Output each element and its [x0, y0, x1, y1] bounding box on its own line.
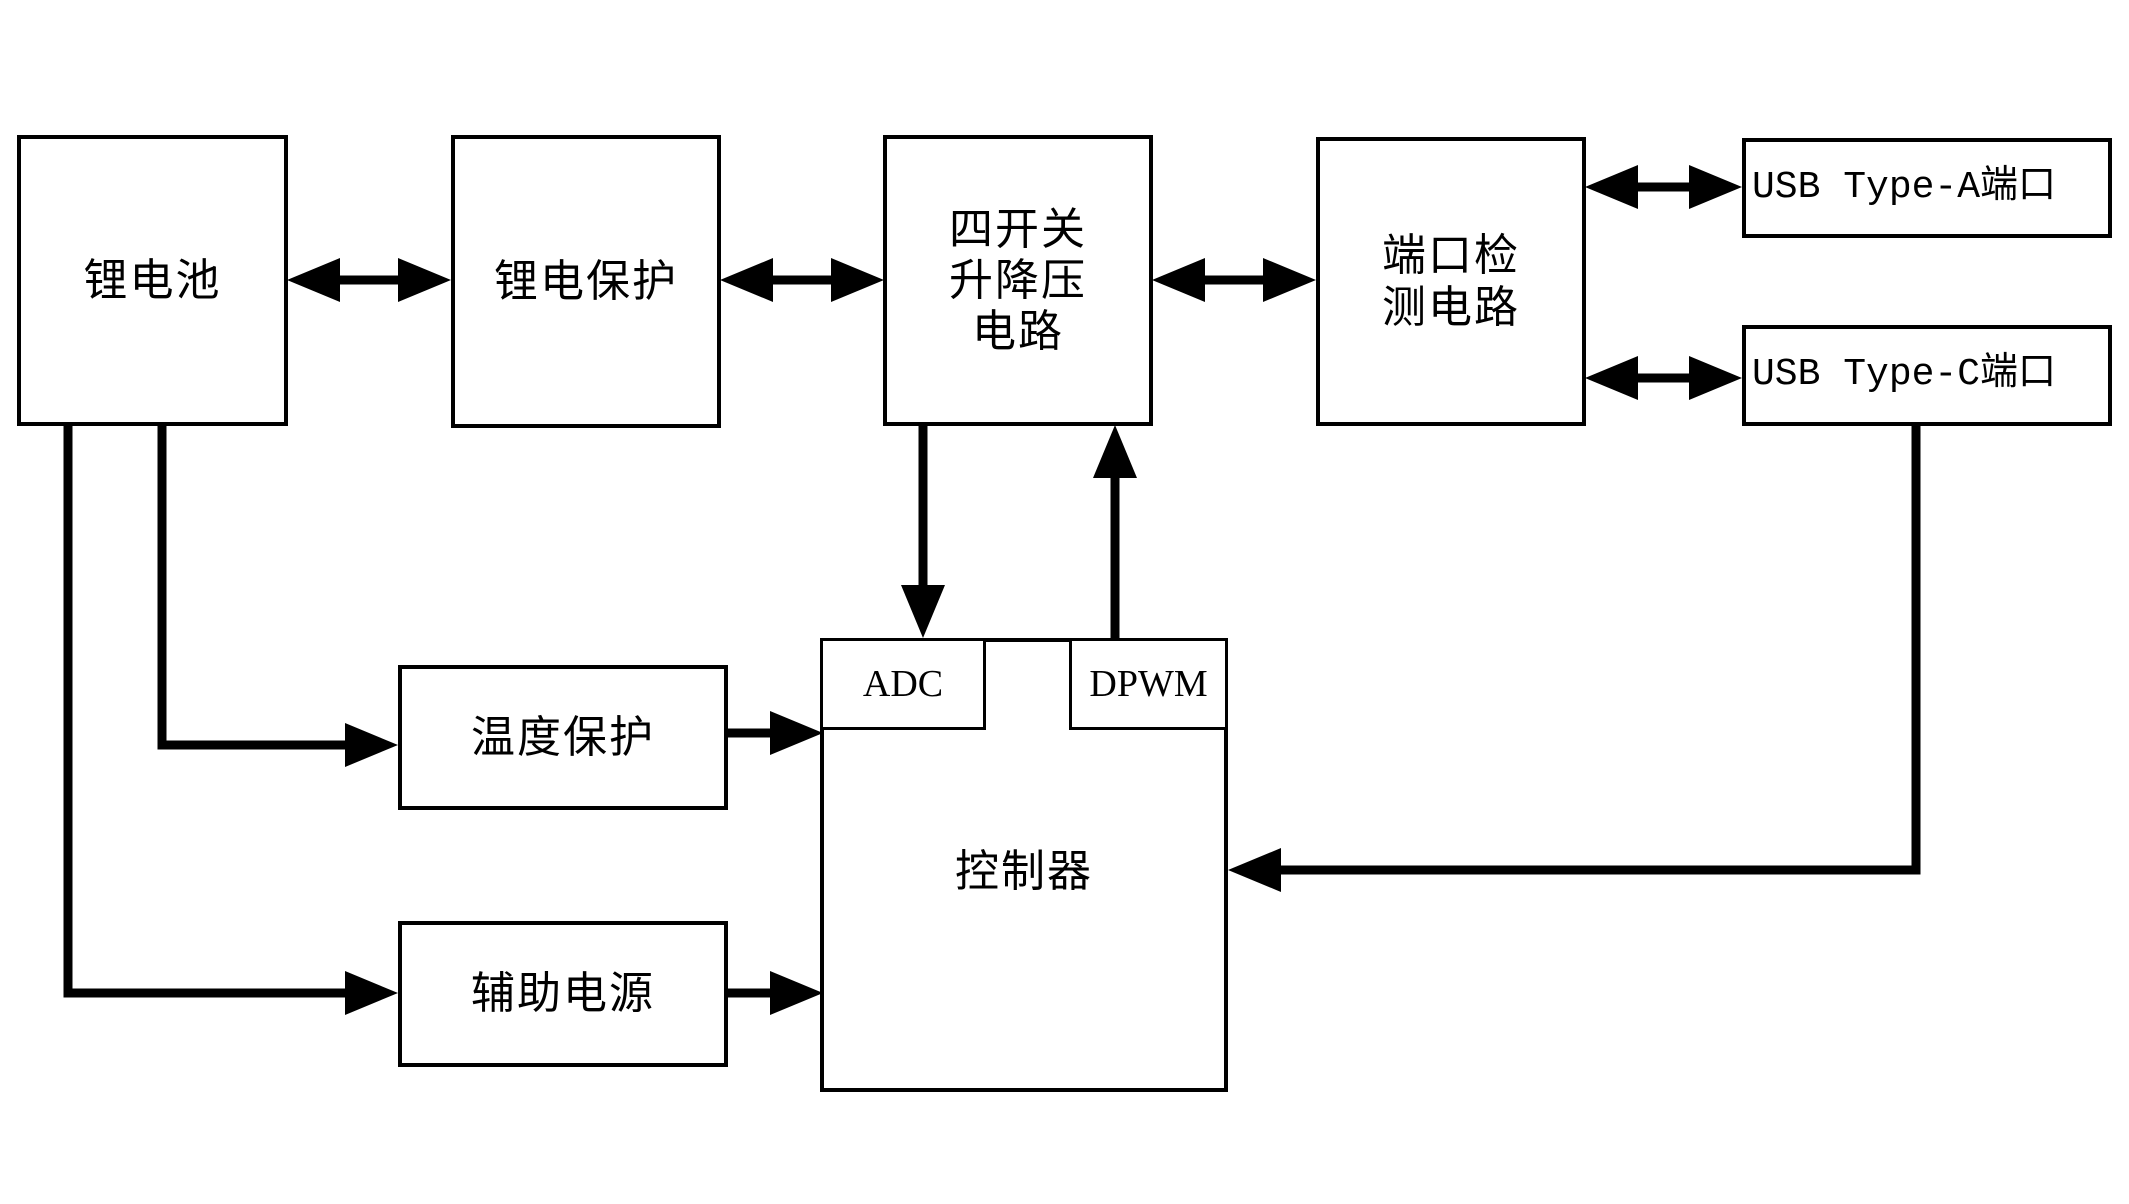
block-battery-protection[interactable]: 锂电保护 [451, 135, 721, 428]
block-usb-type-c[interactable]: USB Type-C端口 [1742, 325, 2112, 426]
connector-usb-c-to-controller [1228, 425, 1921, 892]
block-battery[interactable]: 锂电池 [17, 135, 288, 426]
block-port-detection[interactable]: 端口检 测电路 [1316, 137, 1586, 426]
block-battery-label: 锂电池 [83, 255, 222, 305]
connector-battery-to-temperature-protection [157, 425, 398, 767]
connector-battery-to-protection [287, 258, 451, 302]
connector-protection-to-buckboost [720, 258, 884, 302]
block-adc-label: ADC [862, 662, 944, 705]
block-controller-label: 控制器 [820, 835, 1228, 899]
block-usb-type-a[interactable]: USB Type-A端口 [1742, 138, 2112, 238]
block-four-switch-buckboost[interactable]: 四开关 升降压 电路 [883, 135, 1153, 426]
connector-port-detection-to-usb-c [1585, 356, 1742, 400]
block-temperature-protection-label: 温度保护 [471, 712, 655, 762]
block-port-detection-label: 端口检 测电路 [1382, 231, 1520, 332]
block-dpwm-label: DPWM [1089, 662, 1208, 705]
block-dpwm[interactable]: DPWM [1069, 638, 1228, 730]
block-auxiliary-power-label: 辅助电源 [471, 969, 655, 1019]
connector-buckboost-to-port-detection [1152, 258, 1316, 302]
block-four-switch-buckboost-label: 四开关 升降压 电路 [949, 204, 1087, 357]
connector-buckboost-to-adc [901, 425, 945, 638]
controller-label-text: 控制器 [955, 847, 1093, 896]
block-adc[interactable]: ADC [820, 638, 986, 730]
connector-port-detection-to-usb-a [1585, 165, 1742, 209]
block-temperature-protection[interactable]: 温度保护 [398, 665, 728, 810]
block-battery-protection-label: 锂电保护 [494, 256, 678, 306]
block-usb-type-a-label: USB Type-A端口 [1752, 165, 2057, 209]
block-usb-type-c-label: USB Type-C端口 [1752, 353, 2057, 397]
connector-dpwm-to-buckboost [1093, 425, 1137, 638]
block-auxiliary-power[interactable]: 辅助电源 [398, 921, 728, 1067]
connector-battery-to-auxiliary-power [63, 425, 398, 1015]
